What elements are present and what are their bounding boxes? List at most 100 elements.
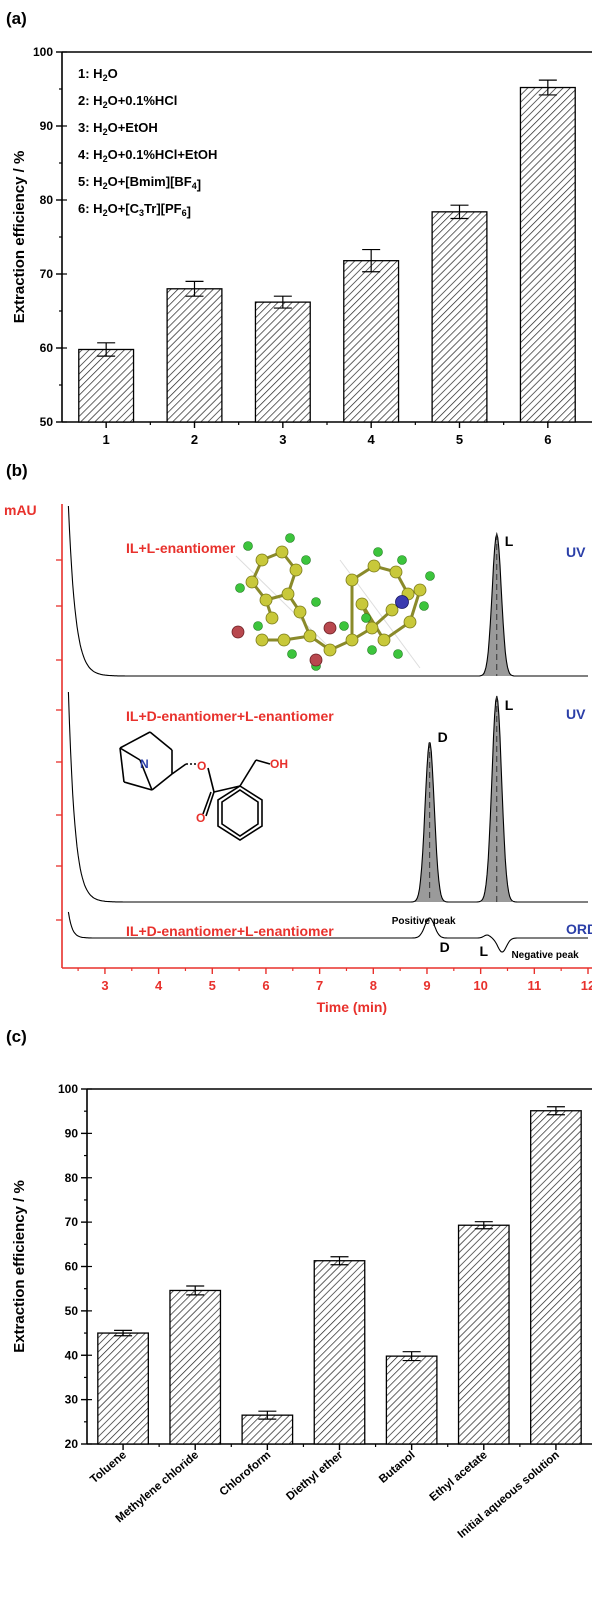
y-tick-label: 30 — [65, 1393, 79, 1407]
x-tick-label: 6 — [262, 978, 269, 993]
structure-atom-o: O — [197, 759, 206, 773]
structure-atom-o: O — [196, 811, 205, 825]
y-tick-label: 90 — [65, 1126, 79, 1140]
structure-bond — [123, 781, 153, 791]
model-atom-c — [259, 593, 273, 607]
model-atom-c — [281, 587, 295, 601]
detector-label: UV — [566, 544, 586, 560]
molecule-3d-model — [231, 533, 435, 671]
structure-bond — [139, 759, 153, 791]
x-tick-label: 2 — [191, 432, 198, 447]
y-tick-label: 50 — [65, 1304, 79, 1318]
model-atom-h — [397, 555, 407, 565]
y-tick-label: 100 — [58, 1082, 78, 1096]
model-atom-c — [345, 633, 359, 647]
y-tick-label: 80 — [40, 193, 54, 207]
model-atom-h — [235, 583, 245, 593]
structure-ring-inner — [221, 789, 259, 837]
model-atom-c — [345, 573, 359, 587]
y-tick-label: 20 — [65, 1437, 79, 1451]
bar — [343, 260, 400, 423]
structure-bond — [119, 747, 141, 761]
model-atom-c — [323, 643, 337, 657]
x-tick-label: 6 — [544, 432, 551, 447]
bar — [457, 1224, 510, 1445]
x-tick-label: 11 — [527, 978, 541, 993]
x-tick-label: Toluene — [88, 1449, 129, 1486]
bar — [530, 1110, 582, 1445]
x-tick-label: Butanol — [377, 1449, 418, 1486]
model-atom-c — [365, 621, 379, 635]
structure-bond — [149, 731, 173, 751]
x-tick-label: Methylene chloride — [114, 1449, 202, 1525]
structure-bond — [119, 731, 151, 749]
chromatogram-trace — [67, 691, 588, 903]
legend-item: 6: H2O+[C3Tr][PF6] — [78, 201, 191, 219]
detector-label: ORD — [566, 921, 592, 937]
model-atom-n — [395, 595, 409, 609]
model-atom-c — [385, 603, 399, 617]
y-axis-label: Extraction efficiency / % — [11, 1180, 28, 1353]
x-tick-label: Diethyl ether — [284, 1449, 345, 1503]
model-atom-c — [293, 605, 307, 619]
legend-item: 4: H2O+0.1%HCl+EtOH — [78, 147, 217, 164]
bar — [97, 1332, 149, 1445]
model-atom-h — [301, 555, 311, 565]
x-tick-label: 8 — [370, 978, 377, 993]
model-atom-h — [339, 621, 349, 631]
y-tick-label: 60 — [65, 1260, 79, 1274]
x-tick-label: 4 — [368, 432, 376, 447]
structure-bond — [213, 785, 241, 793]
panel-c-label: (c) — [6, 1027, 27, 1046]
peak-annotation: Positive peak — [392, 916, 456, 927]
model-atom-c — [289, 563, 303, 577]
ord-trace — [67, 911, 588, 953]
x-tick-label: 5 — [209, 978, 216, 993]
y-axis-label: Extraction efficiency / % — [11, 151, 28, 324]
x-tick-label: 7 — [316, 978, 323, 993]
structure-bond — [205, 791, 215, 817]
trace-label: IL+D-enantiomer+L-enantiomer — [126, 708, 334, 724]
bar — [169, 1289, 222, 1445]
legend-item: 1: H2O — [78, 66, 118, 83]
model-atom-o — [231, 625, 245, 639]
model-atom-c — [403, 615, 417, 629]
y-tick-label: 70 — [65, 1215, 79, 1229]
x-tick-label: 4 — [155, 978, 163, 993]
structure-bond — [119, 747, 125, 783]
trace-label: IL+D-enantiomer+L-enantiomer — [126, 923, 334, 939]
x-axis-label: Time (min) — [317, 999, 388, 1015]
model-atom-c — [303, 629, 317, 643]
trace-label: IL+L-enantiomer — [126, 540, 236, 556]
structure-bond — [207, 767, 215, 793]
peak-label: L — [479, 943, 488, 959]
structure-bond — [239, 759, 257, 787]
bar — [431, 211, 488, 423]
model-atom-o — [323, 621, 337, 635]
model-atom-h — [285, 533, 295, 543]
structure-bond — [255, 759, 271, 765]
model-atom-h — [361, 613, 371, 623]
x-tick-label: 5 — [456, 432, 463, 447]
model-atom-c — [275, 545, 289, 559]
model-atom-c — [277, 633, 291, 647]
structure-atom-n: N — [140, 757, 149, 771]
structure-bond — [151, 773, 173, 791]
model-atom-h — [253, 621, 263, 631]
bar — [78, 348, 135, 423]
x-tick-label: 1 — [103, 432, 110, 447]
model-atom-c — [377, 633, 391, 647]
x-tick-label: Chloroform — [218, 1449, 274, 1498]
legend-item: 2: H2O+0.1%HCl — [78, 93, 177, 110]
model-atom-c — [389, 565, 403, 579]
peak-annotation: Negative peak — [511, 950, 579, 961]
y-tick-label: 40 — [65, 1348, 79, 1362]
y-tick-label: 70 — [40, 267, 54, 281]
model-atom-c — [413, 583, 427, 597]
y-tick-label: 100 — [33, 45, 53, 59]
detector-label: UV — [566, 706, 586, 722]
